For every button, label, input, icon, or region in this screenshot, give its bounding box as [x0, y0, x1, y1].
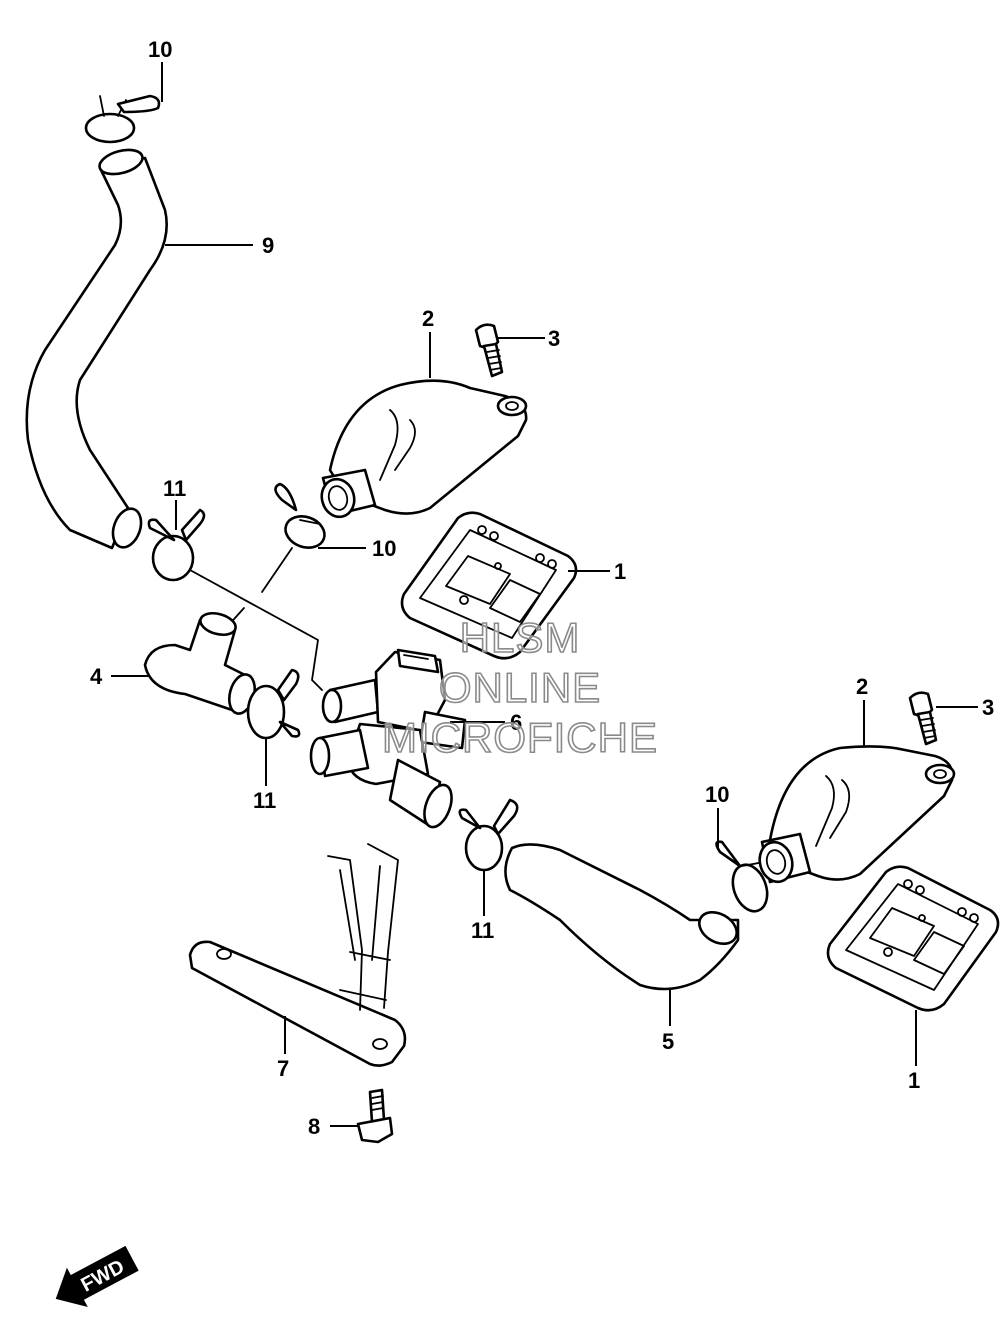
hose-clip-11-middle[interactable]: [246, 668, 301, 740]
callout-2-upper: 2: [422, 306, 434, 331]
hose-clip-10-top[interactable]: [84, 94, 161, 144]
bolt-3-upper[interactable]: [474, 323, 504, 378]
bolt-8[interactable]: [356, 1088, 394, 1144]
watermark-line-3: MICROFICHE: [382, 714, 658, 761]
watermark-line-1: HLSM: [460, 614, 581, 661]
leader-lines: [111, 62, 978, 1127]
connector-line: [189, 569, 323, 691]
bolt-3-lower[interactable]: [908, 691, 938, 746]
callout-11-middle: 11: [253, 788, 276, 813]
hose-4-elbow[interactable]: [143, 610, 259, 717]
callout-3-upper: 3: [548, 326, 560, 351]
bracket-7[interactable]: [188, 843, 407, 1067]
hose-clip-11-lower[interactable]: [458, 798, 519, 872]
callout-10-top: 10: [148, 37, 172, 62]
callout-10-right: 10: [705, 782, 729, 807]
callout-5: 5: [662, 1029, 674, 1054]
callout-3-lower: 3: [982, 695, 994, 720]
reed-valve-cover-2-lower[interactable]: [755, 745, 956, 885]
watermark-line-2: ONLINE: [439, 664, 601, 711]
reed-valve-cover-2-upper[interactable]: [318, 379, 528, 521]
callout-9: 9: [262, 233, 274, 258]
reed-valve-1-upper[interactable]: [400, 511, 578, 660]
callout-8: 8: [308, 1114, 320, 1139]
hose-clip-11-upper[interactable]: [147, 508, 206, 582]
reed-valve-1-lower[interactable]: [826, 865, 1000, 1012]
callout-4: 4: [90, 664, 103, 689]
callout-2-lower: 2: [856, 674, 868, 699]
callout-6: 6: [510, 710, 522, 735]
air-valve-6[interactable]: [309, 648, 467, 831]
callout-1-upper: 1: [614, 559, 626, 584]
callout-10-middle: 10: [372, 536, 396, 561]
connector-line: [261, 547, 293, 593]
hose-5[interactable]: [504, 843, 742, 991]
hose-9[interactable]: [25, 146, 168, 552]
callout-7: 7: [277, 1056, 289, 1081]
hose-clip-10-middle[interactable]: [274, 482, 328, 553]
callout-1-lower: 1: [908, 1068, 920, 1093]
callout-11-lower: 11: [471, 918, 494, 943]
forward-arrow-icon: FWD: [55, 1245, 139, 1308]
callout-11-upper: 11: [163, 476, 186, 501]
watermark: HLSM ONLINE MICROFICHE: [381, 613, 658, 762]
